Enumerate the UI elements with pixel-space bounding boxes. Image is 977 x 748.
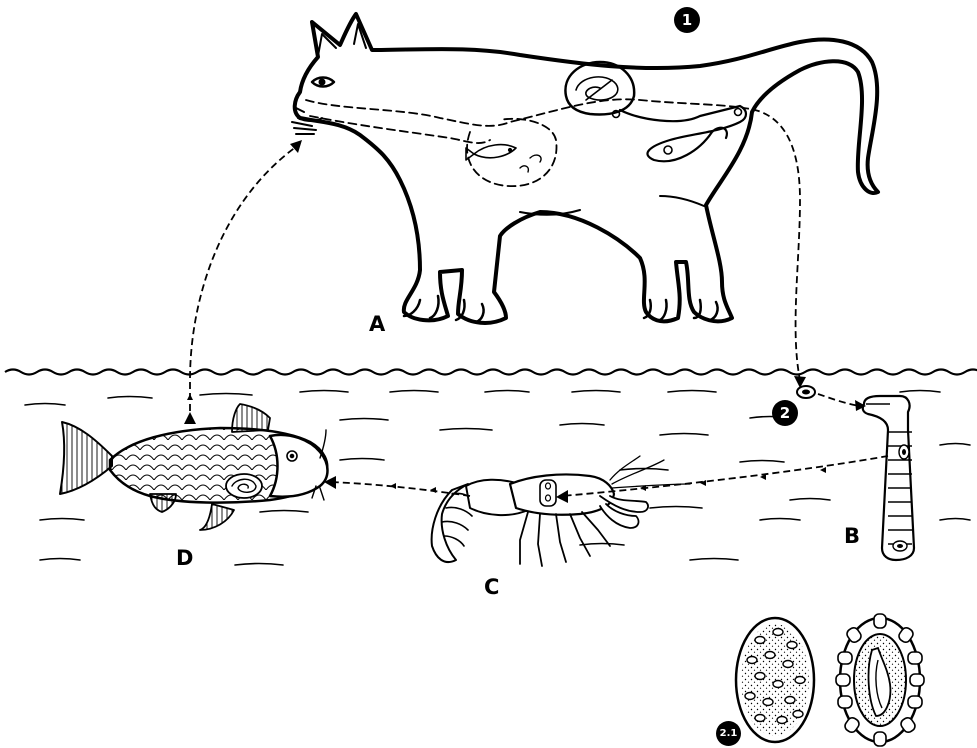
arrowhead-from-fish <box>184 412 196 424</box>
stage-1-badge: 1 <box>674 7 700 33</box>
egg-detail-embryonated <box>836 614 924 746</box>
egg-detail-unembryonated <box>736 618 814 742</box>
arrow-fish-to-cat <box>190 144 300 422</box>
label-host-c: C <box>484 577 499 598</box>
stage-2-badge: 2 <box>772 400 798 426</box>
label-host-b: B <box>844 526 860 547</box>
label-host-d: D <box>176 548 193 569</box>
label-host-a: A <box>369 314 385 335</box>
stage-2-1-badge: 2.1 <box>716 721 741 746</box>
arrow-egg-to-host-b <box>818 394 860 406</box>
water-surface-line <box>5 370 977 375</box>
first-intermediate-host-b <box>863 396 914 560</box>
egg-in-water <box>797 386 815 398</box>
arrow-cat-to-egg <box>742 108 800 380</box>
crayfish-first-intermediate-host <box>432 456 690 566</box>
cat-definitive-host <box>292 14 878 323</box>
